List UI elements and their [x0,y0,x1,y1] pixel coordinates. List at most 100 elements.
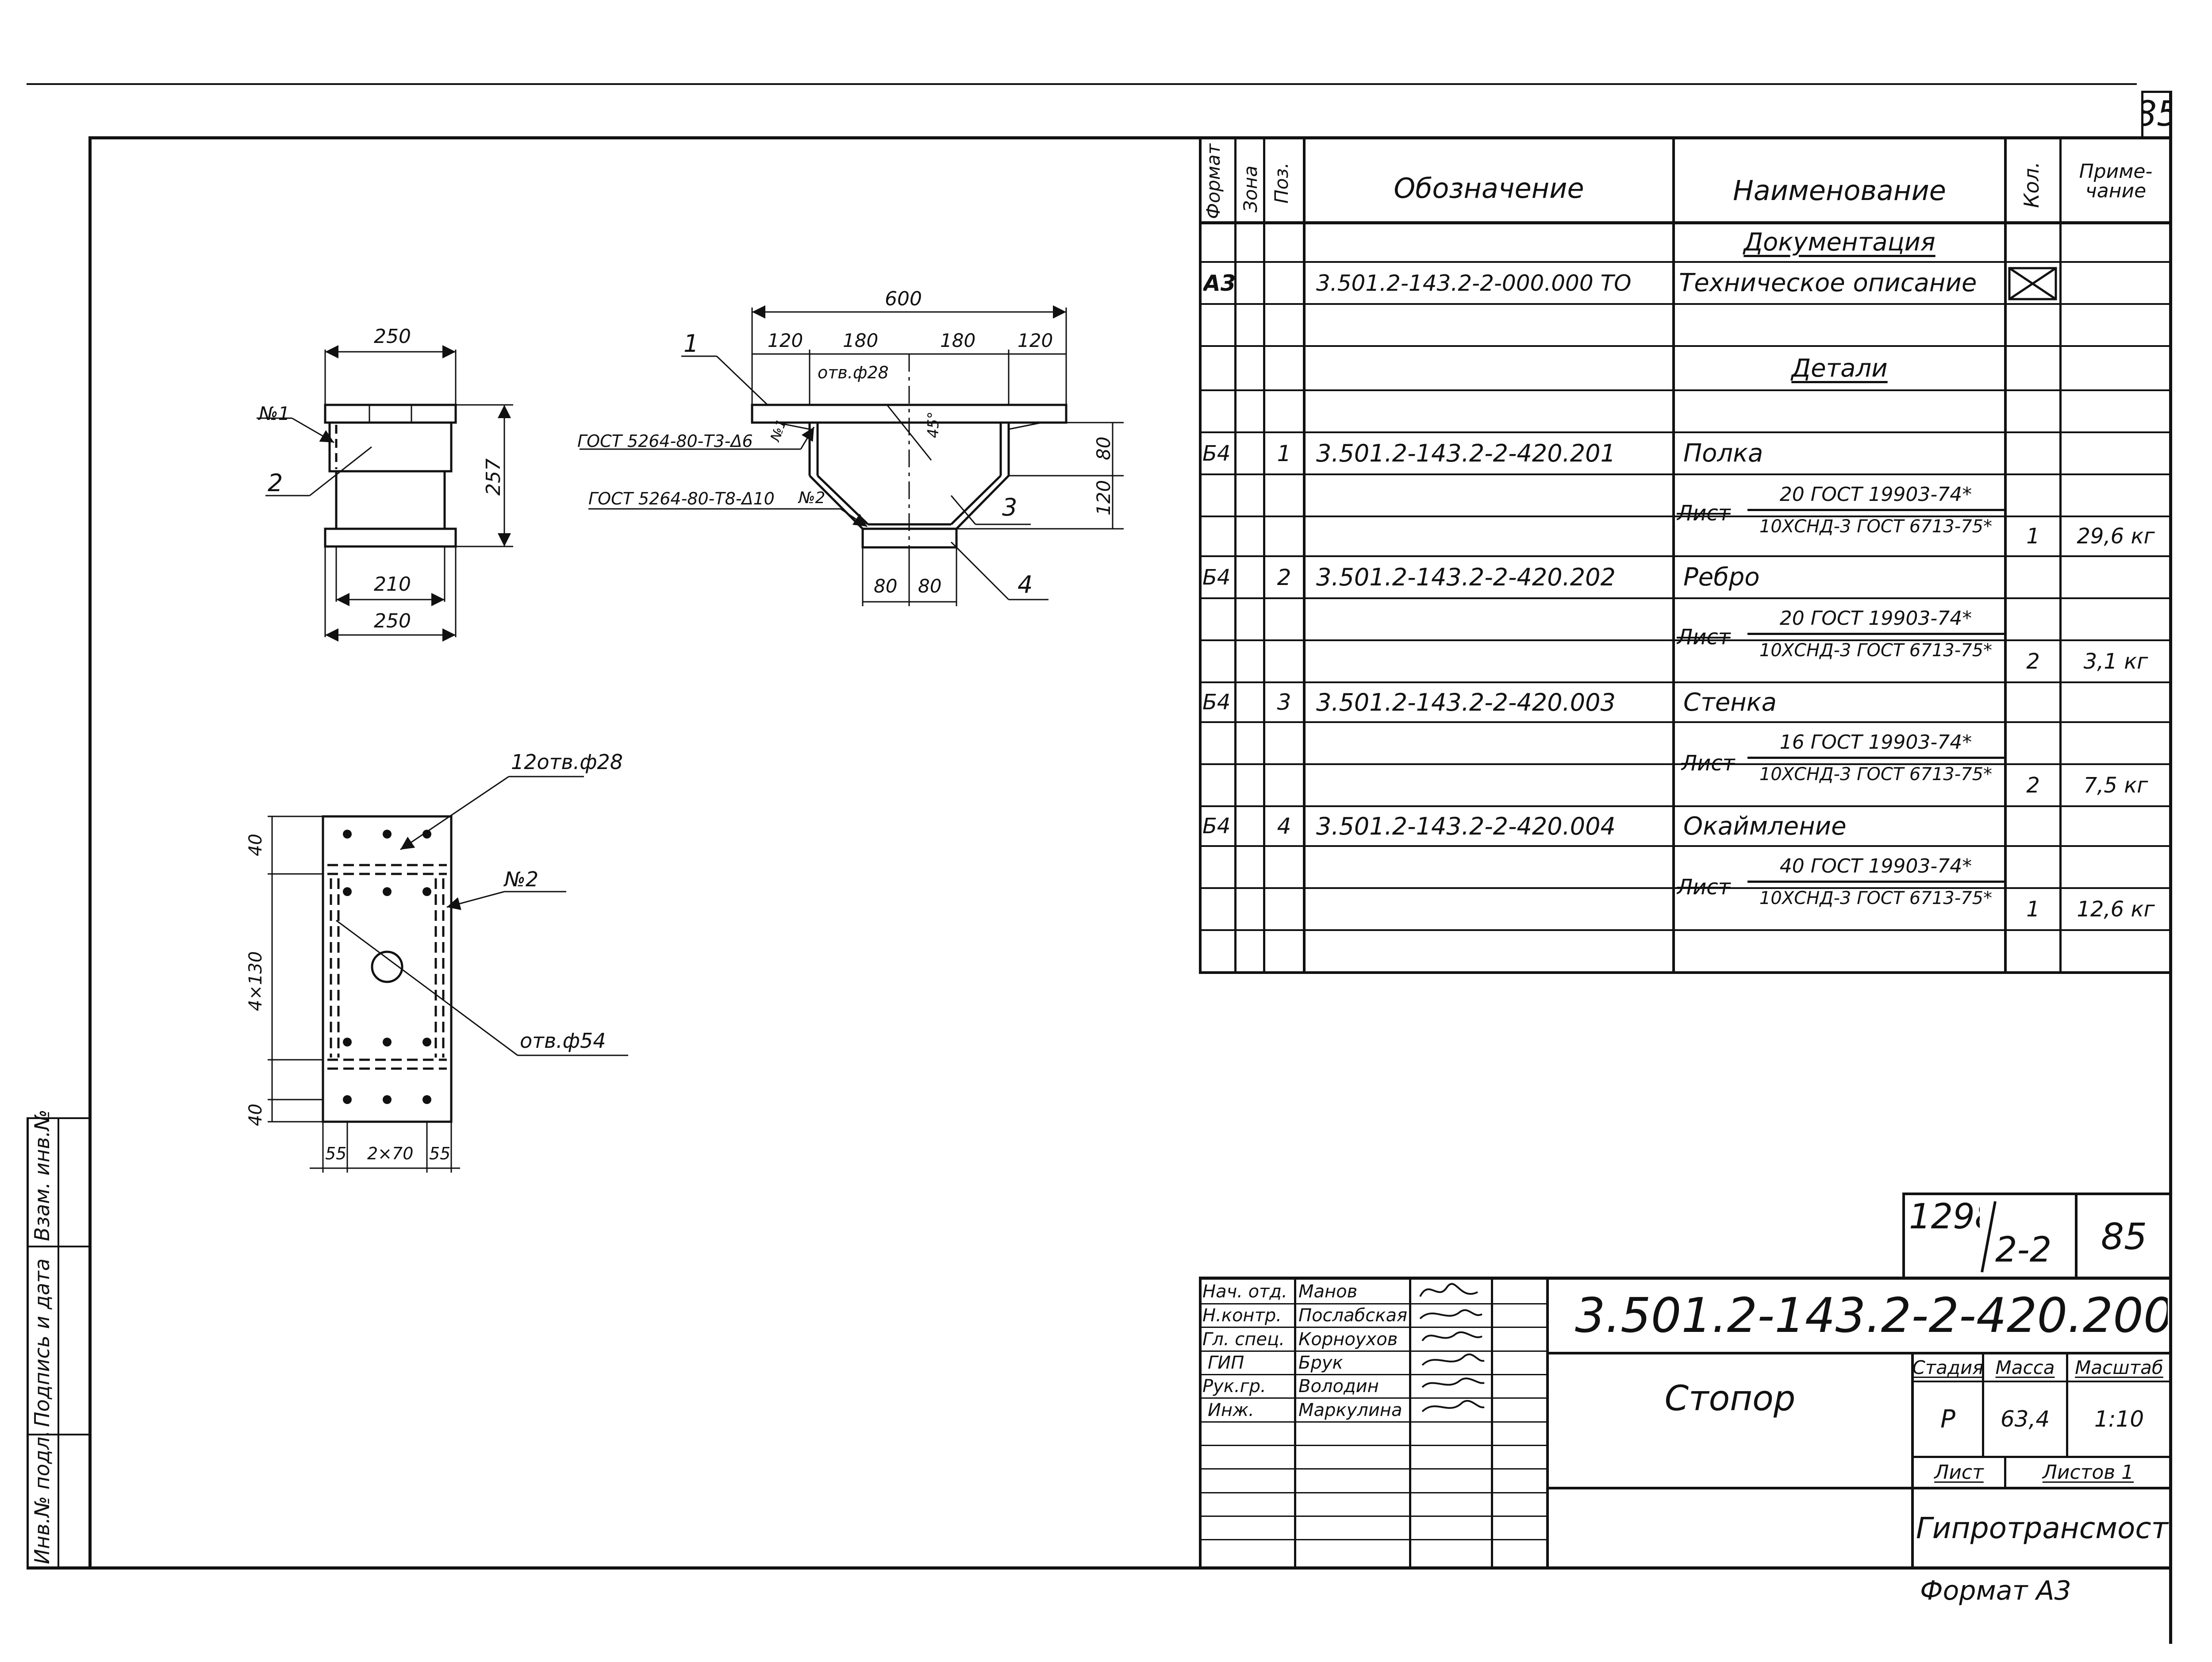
tb-h-row3 [1199,1350,1546,1352]
hdr-format: Формат [1202,143,1224,219]
tb-sheet-no: 85 [2101,1216,2147,1258]
detail-4-kol: 1 [2026,896,2040,922]
tb-h-row8 [1199,1468,1546,1470]
tb-role-3: ГИП [1208,1353,1244,1373]
tb-vline-name [1409,1277,1411,1569]
v2-dim-180a: 180 [843,330,879,351]
v2-angle: 45° [925,411,943,439]
spec-hline-14 [1199,805,2172,807]
tb-stadia-label: Стадия [1914,1354,1982,1381]
tb-top [1199,1277,2172,1280]
detail-1-prim: 29,6 кг [2077,524,2155,549]
spec-hline-10 [1199,639,2172,641]
tb-vline-masshtab [2066,1354,2068,1456]
tb-album-top [1902,1193,2172,1195]
tb-h-row5 [1199,1397,1546,1399]
spec-hline-11 [1199,681,2172,683]
tb-album-left [1902,1193,1905,1279]
spec-hline-head [1199,221,2172,224]
tb-masshtab: 1:10 [2094,1406,2144,1432]
detail-2-material-top: 20 ГОСТ 19903-74* [1747,604,2004,635]
detail-2-kol: 2 [2026,649,2040,674]
detail-1-oboznachenie: 3.501.2-143.2-2-420.201 [1316,439,1616,467]
detail-4-material-bottom: 10ХСНД-3 ГОСТ 6713-75* [1759,888,1993,908]
tb-vline-massa [1982,1354,1984,1456]
tb-h-row11 [1199,1539,1546,1540]
tb-stadia-label-text: Стадия [1914,1357,1982,1378]
page-number: 85 [2141,91,2172,137]
detail-1-material-bottom: 10ХСНД-3 ГОСТ 6713-75* [1759,516,1993,537]
tb-name-4: Володин [1298,1376,1379,1397]
tb-role-5: Инж. [1208,1400,1254,1420]
tb-vline-role [1294,1277,1296,1569]
doc-row-kol-cross [2008,267,2057,300]
tb-masshtab-label: Масштаб [2068,1354,2170,1381]
tb-designation: 3.501.2-143.2-2-420.200 [1575,1288,2168,1343]
detail-2-format: Б4 [1202,565,1231,590]
v2-pos-1: 1 [684,330,699,358]
frame-bottom [27,1566,2172,1570]
doc-row-naimenovanie: Техническое описание [1679,269,1977,297]
detail-4-name: Окаймление [1683,812,1847,841]
v2-pos-3: 3 [1002,493,1018,521]
detail-3-material-bottom: 10ХСНД-3 ГОСТ 6713-75* [1759,764,1993,785]
v2-dim-180b: 180 [940,330,976,351]
tb-h-row7 [1199,1445,1546,1446]
v1-dim-top: 250 [374,325,411,348]
technical-drawing [257,305,1124,1173]
detail-3-name: Стенка [1683,688,1777,717]
v3-dim-55b: 55 [429,1144,451,1163]
tb-role-4: Рук.гр. [1202,1376,1266,1397]
tb-name-2: Корноухов [1298,1329,1398,1350]
bolt-holes [343,830,431,1104]
section-documentation-text: Документация [1743,228,1936,257]
detail-2-oboznachenie: 3.501.2-143.2-2-420.202 [1316,563,1616,591]
spec-hline-5 [1199,431,2172,433]
spec-hline-7 [1199,516,2172,517]
tb-vline-info [1911,1354,1914,1569]
hdr-poz: Поз. [1271,162,1292,204]
hdr-kol: Кол. [2020,162,2043,208]
detail-4-material-top: 40 ГОСТ 19903-74* [1747,852,2004,883]
section-details: Детали [1675,347,2004,389]
v2-weld-no-2: №2 [799,489,826,507]
frame-right [2169,91,2172,1644]
detail-2-name: Ребро [1683,563,1760,592]
v1-dim-bottom: 250 [374,610,411,632]
v1-dim-height: 257 [482,458,505,496]
tb-album: 1298 [1909,1197,1980,1237]
stamp-mid [58,1117,59,1569]
tb-massa-label: Масса [1984,1354,2066,1381]
tb-name-3: Брук [1298,1353,1343,1373]
detail-1-material-top: 20 ГОСТ 19903-74* [1747,480,2004,511]
tb-album-part: 2-2 [1995,1230,2052,1270]
tb-massa: 63,4 [2000,1406,2050,1432]
detail-1-poz: 1 [1277,440,1291,466]
tb-role-0: Нач. отд. [1202,1281,1287,1302]
spec-hline-16 [1199,887,2172,889]
tb-name-1: Послабская [1298,1305,1408,1326]
page-box-top [2141,91,2172,93]
tb-album-slash [1981,1201,1997,1273]
detail-1-list-word: Лист [1677,501,1731,526]
detail-4-list-word: Лист [1677,875,1731,900]
spec-hline-15 [1199,845,2172,847]
top-trim-line [27,83,2137,85]
tb-stadia: Р [1940,1404,1955,1434]
tb-h-row6 [1199,1421,1546,1423]
detail-3-prim: 7,5 кг [2083,773,2148,798]
tb-h-row1 [1199,1303,1546,1304]
v1-pos-2: 2 [268,469,283,497]
v3-dim-top: 40 [246,834,266,856]
tb-list-label: Лист [1914,1458,2004,1487]
spec-hline-12 [1199,721,2172,723]
frame-left [88,136,92,1569]
section-details-text: Детали [1791,354,1888,383]
spec-hline-17 [1199,929,2172,931]
tb-title: Стопор [1664,1379,1796,1419]
spec-hline-6 [1199,473,2172,475]
tb-left [1199,1277,1202,1569]
doc-row-oboznachenie: 3.501.2-143.2-2-000.000 ТО [1316,270,1632,296]
tb-role-1: Н.контр. [1202,1305,1282,1326]
spec-hline-9 [1199,597,2172,599]
